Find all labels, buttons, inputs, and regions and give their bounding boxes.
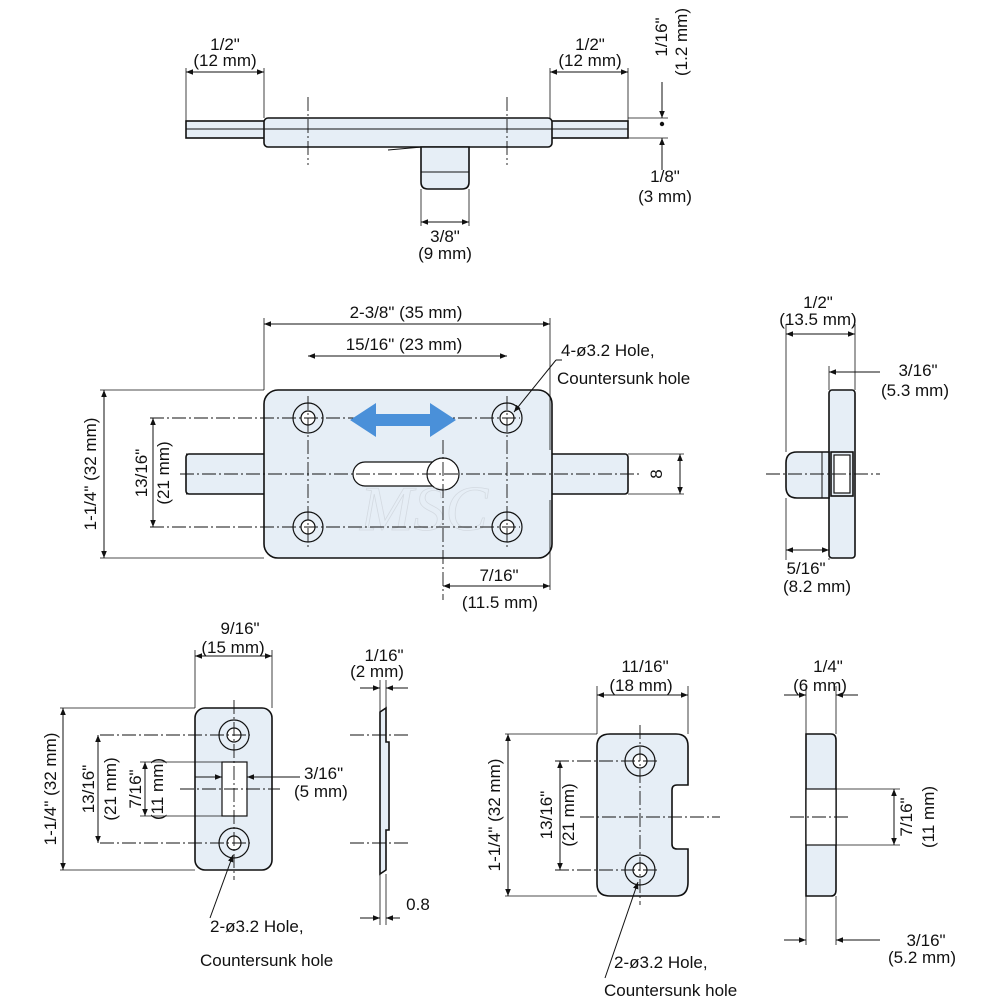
edge-in: 1/16": [364, 646, 403, 665]
top-knob-gap-mm: (3 mm): [638, 187, 692, 206]
block-width-in: 11/16": [621, 657, 668, 676]
strike-slot-h-mm: (11 mm): [148, 758, 167, 820]
front-travel-in: 7/16": [479, 566, 518, 585]
strike-hole-note-2: Countersunk hole: [200, 951, 333, 970]
block-depth-in: 1/4": [813, 657, 843, 676]
strike-hole-spacing-in: 13/16": [79, 765, 98, 814]
block-hole-note-1: 2-ø3.2 Hole,: [614, 953, 708, 972]
strike-block-view: 11/16" (18 mm) 1-1/4" (32 mm) 13/16" (21…: [485, 657, 737, 1000]
front-hole-v-in: 13/16": [132, 449, 151, 498]
top-knob: [420, 146, 470, 190]
side-knob: [785, 451, 830, 499]
edge-thickness: 0.8: [406, 895, 430, 914]
top-thickness-mm: (1.2 mm): [672, 8, 691, 76]
block-hole-spacing-mm: (21 mm): [559, 783, 578, 846]
block-depth-mm: (6 mm): [793, 676, 847, 695]
top-knob-width-mm: (9 mm): [418, 244, 472, 263]
slide-direction-arrow: [350, 403, 456, 437]
side-width-in: 1/2": [803, 293, 833, 312]
block-hole-spacing-in: 13/16": [537, 791, 556, 840]
block-slot-h-mm: (11 mm): [919, 786, 938, 848]
top-knob-width-in: 3/8": [430, 227, 460, 246]
edge-mm: (2 mm): [350, 662, 404, 681]
front-hole-v-mm: (21 mm): [154, 441, 173, 504]
top-right-ext-in: 1/2": [575, 35, 605, 54]
strike-hole-note-1: 2-ø3.2 Hole,: [210, 917, 304, 936]
side-plate-in: 3/16": [898, 361, 937, 380]
strike-slot-h-in: 7/16": [126, 769, 145, 808]
side-view: 1/2" (13.5 mm) 3/16" (5.3 mm) 5/16" (8.2…: [766, 293, 949, 596]
side-knob-mm: (8.2 mm): [783, 577, 851, 596]
side-width-mm: (13.5 mm): [779, 310, 856, 329]
strike-width-mm: (15 mm): [201, 638, 264, 657]
front-travel-mm: (11.5 mm): [462, 593, 538, 612]
front-overall-width: 2-3/8" (35 mm): [350, 303, 463, 322]
front-hole-note-2: Countersunk hole: [557, 369, 690, 388]
block-width-mm: (18 mm): [609, 676, 672, 695]
block-slot-h-in: 7/16": [897, 797, 916, 836]
front-bolt-dia: 8: [647, 469, 666, 478]
side-plate-mm: (5.3 mm): [881, 381, 949, 400]
block-slot-d-mm: (5.2 mm): [888, 948, 956, 967]
side-knob-in: 5/16": [786, 559, 825, 578]
strike-slot-w-in: 3/16": [304, 764, 343, 783]
front-view: MSC: [81, 303, 690, 612]
front-hole-note-1: 4-ø3.2 Hole,: [561, 341, 655, 360]
strike-edge: [379, 706, 390, 876]
front-hole-spacing: 15/16" (23 mm): [346, 335, 463, 354]
top-view: 1/2" (12 mm) 1/2" (12 mm) 1/16" (1.2 mm)…: [185, 8, 692, 263]
top-left-ext-in: 1/2": [210, 35, 240, 54]
block-height: 1-1/4" (32 mm): [485, 759, 504, 872]
top-body-plate: [263, 117, 553, 148]
top-left-ext-mm: (12 mm): [193, 51, 256, 70]
strike-plate-view: 9/16" (15 mm) 1-1/4" (32 mm) 13/16" (21 …: [41, 619, 348, 970]
strike-hole-spacing-mm: (21 mm): [101, 757, 120, 820]
strike-block: [596, 733, 689, 897]
block-slot-d-in: 3/16": [906, 931, 945, 950]
top-right-ext-mm: (12 mm): [558, 51, 621, 70]
watermark: MSC: [359, 473, 489, 544]
strike-block-side-view: 1/4" (6 mm) 7/16" (11 mm) 3/16" (5.2 mm): [784, 657, 956, 967]
strike-height: 1-1/4" (32 mm): [41, 733, 60, 846]
block-hole-note-2: Countersunk hole: [604, 981, 737, 1000]
strike-slot-w-mm: (5 mm): [294, 782, 348, 801]
strike-edge-view: 1/16" (2 mm) 0.8: [350, 646, 430, 925]
strike-width-in: 9/16": [220, 619, 259, 638]
top-thickness-in: 1/16": [652, 17, 671, 56]
front-overall-height: 1-1/4" (32 mm): [81, 418, 100, 531]
top-knob-gap-in: 1/8": [650, 167, 680, 186]
